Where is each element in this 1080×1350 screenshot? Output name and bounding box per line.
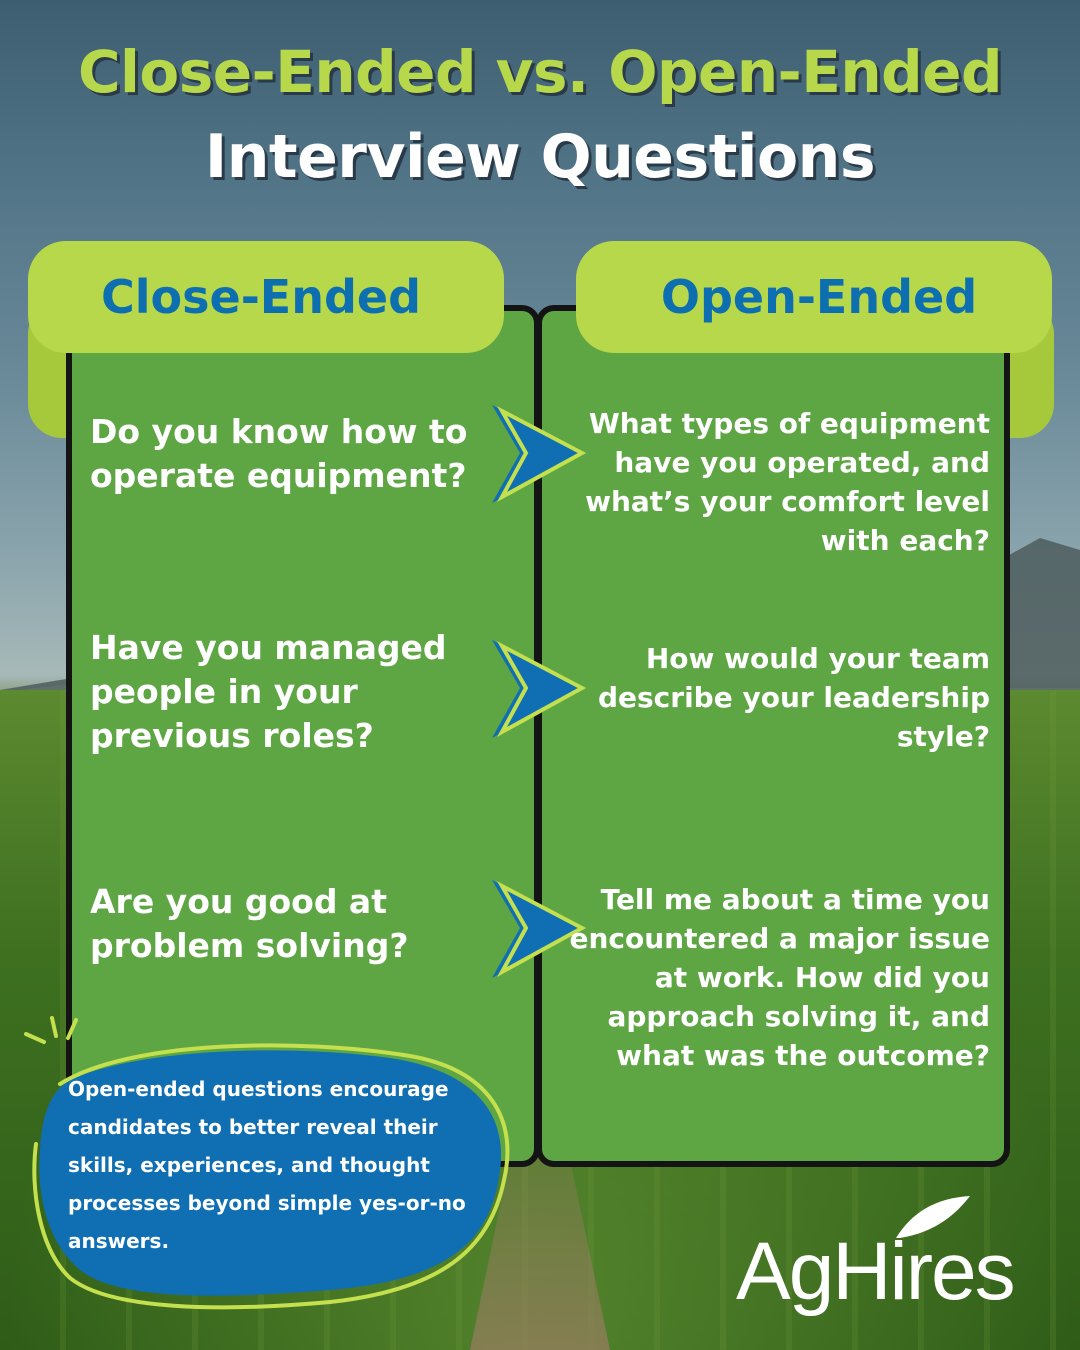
open-ended-heading: Open-Ended (576, 241, 1052, 353)
sparkle-icon (24, 1016, 78, 1044)
closed-question-3: Are you good at problem solving? (90, 882, 409, 965)
closed-question-2: Have you managed people in your previous… (90, 628, 447, 755)
open-question-1: What types of equipment have you operate… (585, 407, 990, 557)
brand-logo: AgHires (736, 1226, 1016, 1317)
arrow-right-icon (492, 405, 587, 503)
close-ended-heading: Close-Ended (28, 241, 504, 353)
open-question-2: How would your team describe your leader… (597, 642, 990, 753)
page-title-line2: Interview Questions (204, 122, 876, 192)
arrow-right-icon (492, 880, 587, 978)
open-question-3: Tell me about a time you encountered a m… (569, 883, 990, 1072)
leaf-icon (896, 1196, 970, 1238)
note-text: Open-ended questions encourage candidate… (68, 1077, 466, 1253)
open-ended-panel (536, 305, 1010, 1167)
closed-question-1: Do you know how to operate equipment? (90, 412, 468, 495)
arrow-right-icon (492, 640, 587, 738)
page-title-line1: Close-Ended vs. Open-Ended (77, 38, 1003, 106)
note-bubble (32, 1043, 510, 1310)
